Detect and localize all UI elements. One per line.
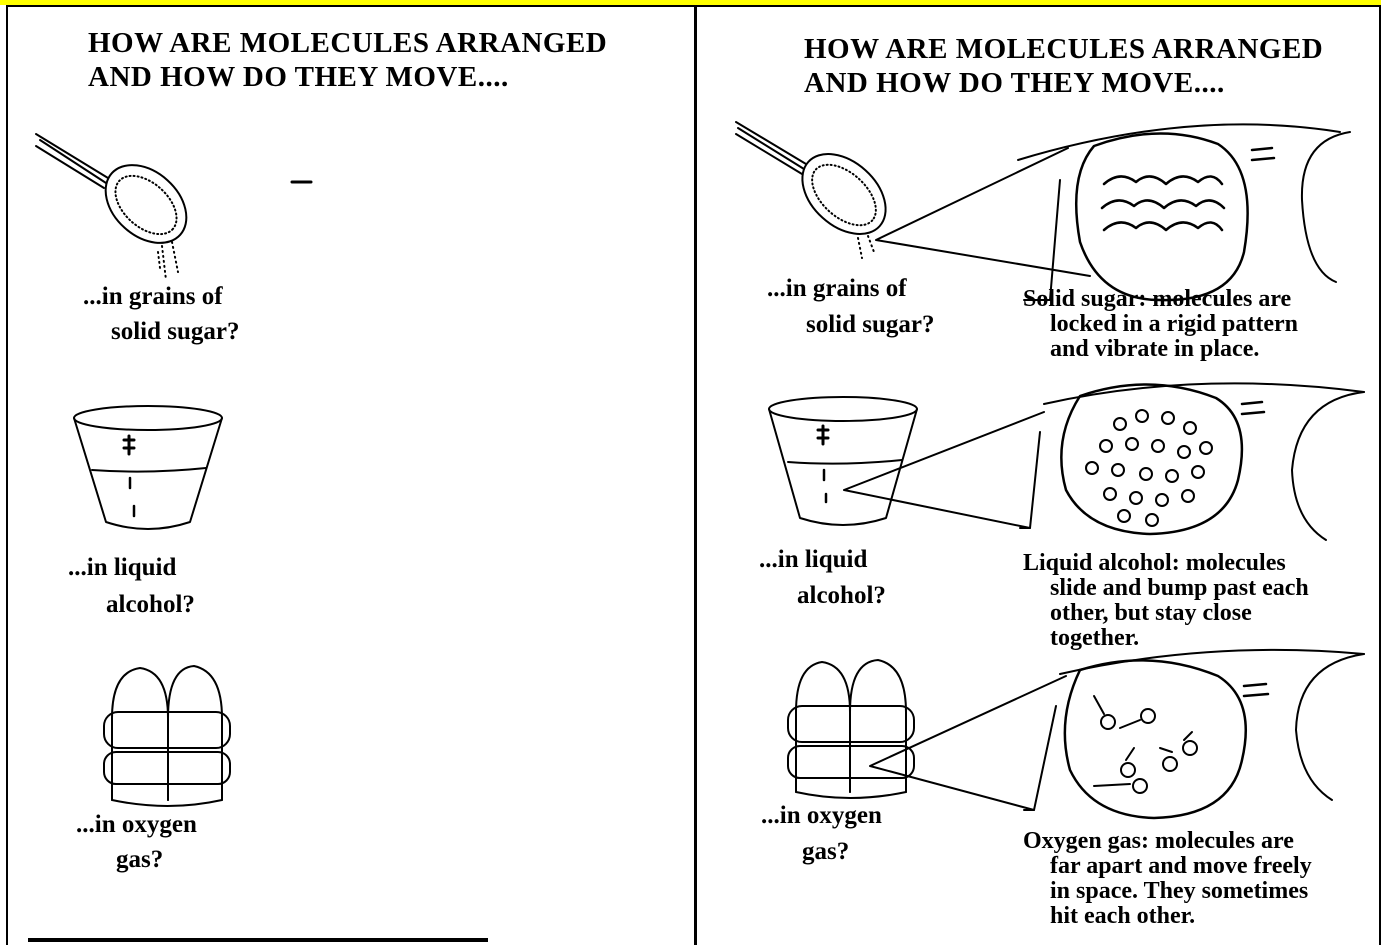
left-liquid-caption-1: ...in liquid [68,551,176,585]
right-liquid-caption-1: ...in liquid [759,543,867,577]
right-title-line2: AND HOW DO THEY MOVE.... [804,66,1323,100]
liquid-desc-line: other, but stay close [1023,601,1309,626]
left-title: HOW ARE MOLECULES ARRANGED AND HOW DO TH… [88,26,607,94]
left-sugar-caption-1: ...in grains of [83,280,223,314]
liquid-desc-line: slide and bump past each [1023,576,1309,601]
left-title-line1: HOW ARE MOLECULES ARRANGED [88,26,607,60]
solid-desc-line: locked in a rigid pattern [1023,312,1298,337]
left-liquid-caption-2: alcohol? [106,588,195,622]
solid-desc-line: Solid sugar: molecules are [1023,287,1298,312]
right-gas-caption-1: ...in oxygen [761,799,882,833]
left-gas-caption-2: gas? [116,843,163,877]
gas-desc-line: far apart and move freely [1023,854,1312,879]
right-title: HOW ARE MOLECULES ARRANGED AND HOW DO TH… [804,32,1323,100]
right-liquid-caption-2: alcohol? [797,579,886,613]
gas-desc-line: in space. They sometimes [1023,879,1312,904]
gas-description: Oxygen gas: molecules are far apart and … [1023,829,1312,929]
liquid-description: Liquid alcohol: molecules slide and bump… [1023,551,1309,651]
solid-desc-line: and vibrate in place. [1023,337,1298,362]
right-sugar-caption-1: ...in grains of [767,272,907,306]
left-title-line2: AND HOW DO THEY MOVE.... [88,60,607,94]
gas-desc-line: hit each other. [1023,904,1312,929]
gas-desc-line: Oxygen gas: molecules are [1023,829,1312,854]
left-sugar-caption-2: solid sugar? [111,315,240,349]
right-title-line1: HOW ARE MOLECULES ARRANGED [804,32,1323,66]
bottom-rule [28,938,488,942]
solid-description: Solid sugar: molecules are locked in a r… [1023,287,1298,362]
liquid-desc-line: Liquid alcohol: molecules [1023,551,1309,576]
right-sugar-caption-2: solid sugar? [806,308,935,342]
left-gas-caption-1: ...in oxygen [76,808,197,842]
liquid-desc-line: together. [1023,626,1309,651]
panel-divider [694,5,697,945]
right-gas-caption-2: gas? [802,835,849,869]
